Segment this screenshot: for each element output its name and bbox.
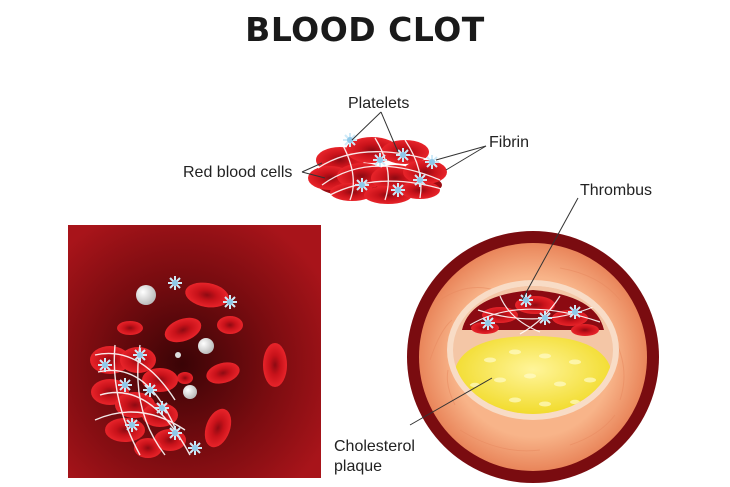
page-title: BLOOD CLOT [245, 10, 485, 49]
clot-cluster-illustration [308, 132, 447, 204]
right-leader-lines [409, 197, 579, 426]
cholesterol-label-line2: plaque [334, 458, 383, 475]
top-leader-lines [301, 111, 487, 179]
thrombus-label: Thrombus [580, 182, 653, 199]
blood-vessel-closeup [68, 225, 321, 478]
vessel-cross-section [407, 231, 659, 483]
cholesterol-label-line1: Cholesterol [334, 438, 415, 455]
fibrin-label: Fibrin [489, 134, 530, 151]
red-blood-cells-label: Red blood cells [183, 164, 293, 181]
platelets-label: Platelets [348, 95, 410, 112]
